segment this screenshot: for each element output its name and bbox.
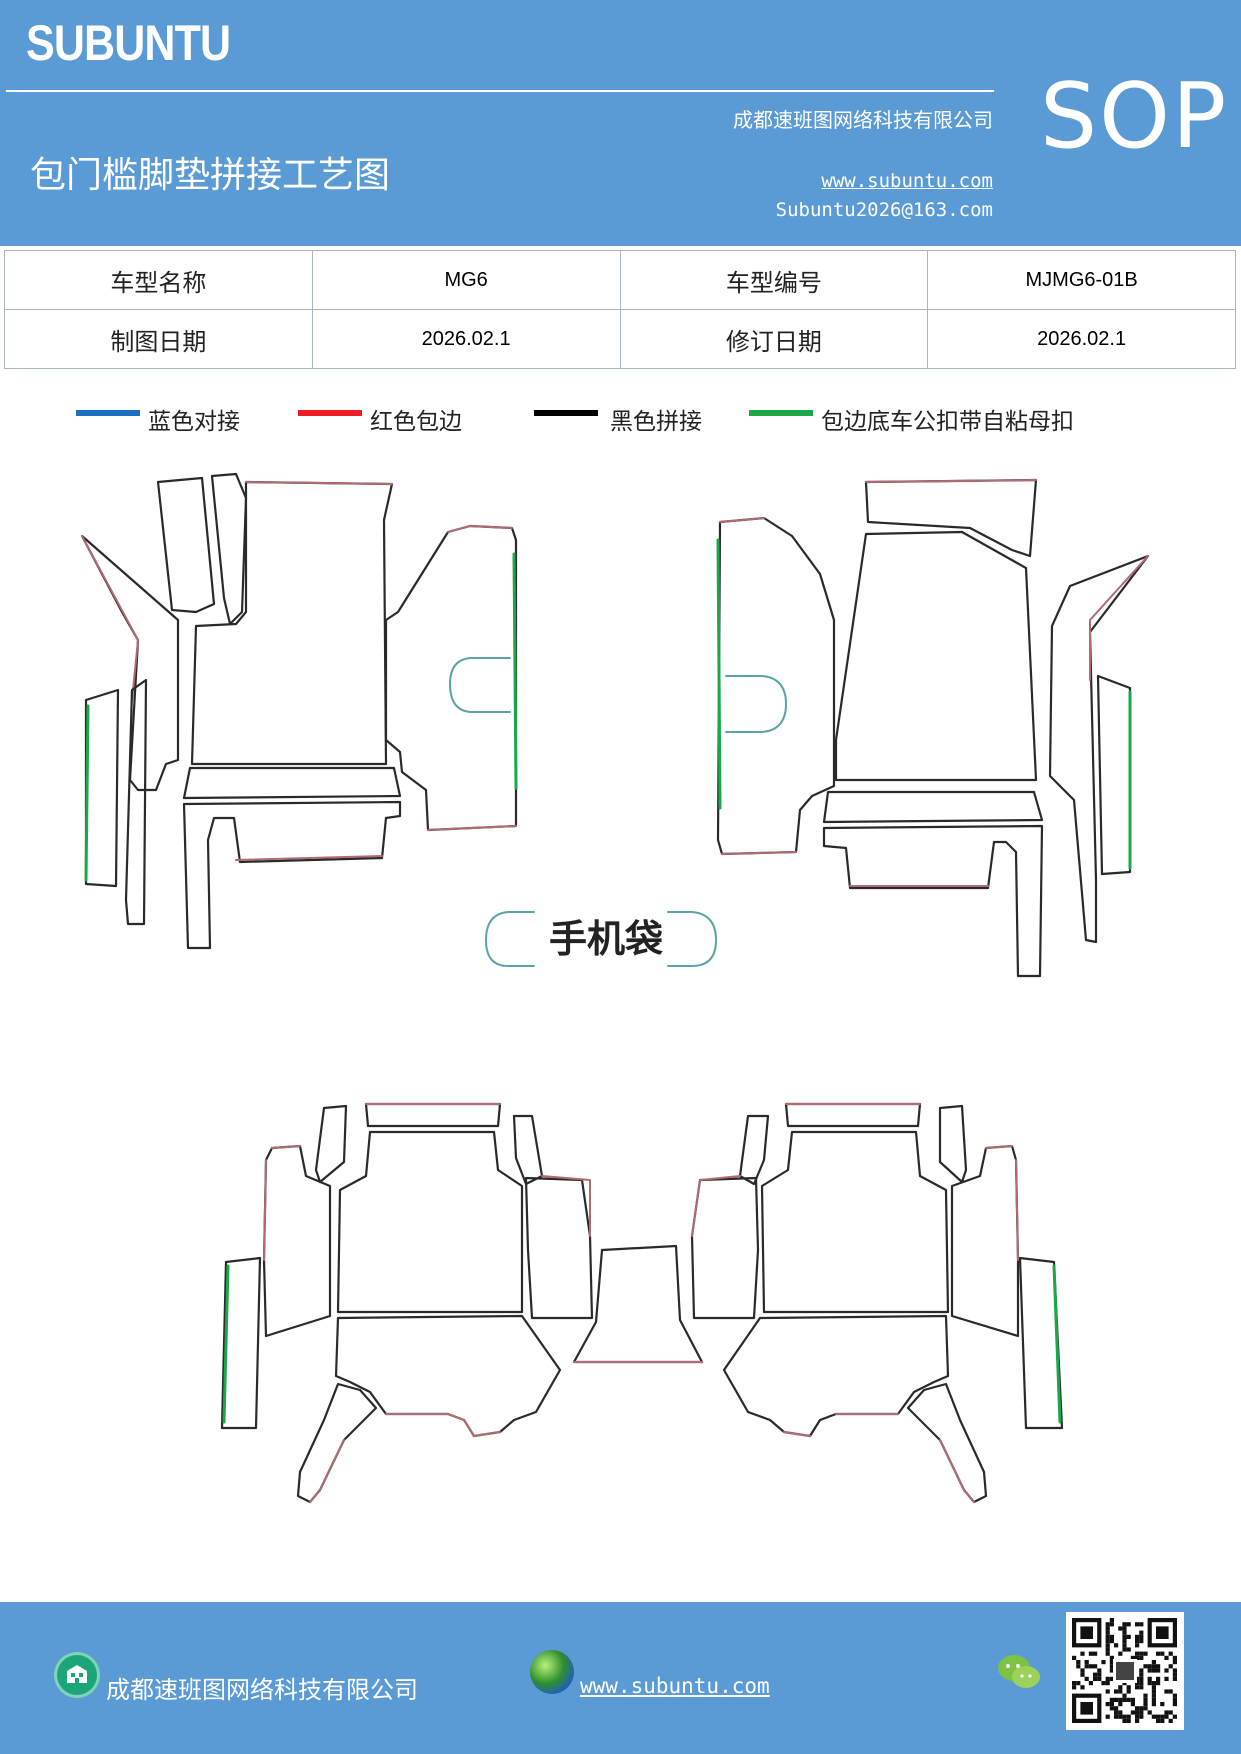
legend-label: 红色包边 [370, 409, 462, 435]
mat-outline [336, 1130, 524, 1314]
mat-outline [182, 800, 402, 950]
brand-logo: SUBUNTU [26, 15, 231, 71]
model-name-value: MG6 [311, 250, 621, 310]
mat-outline [263, 1145, 301, 1261]
header-website-link[interactable]: www.subuntu.com [821, 170, 993, 192]
mat-outline [985, 1145, 1019, 1261]
mat-outline [822, 790, 1044, 824]
legend-label: 黑色拼接 [610, 409, 702, 435]
mat-outline [334, 1314, 562, 1438]
mat-outline [572, 1244, 704, 1364]
velcro-seam [222, 1264, 230, 1424]
floor-mat-drawing: 手机袋 [80, 472, 1150, 1504]
mat-outline [1096, 674, 1132, 876]
legend-label: 蓝色对接 [148, 409, 240, 435]
mat-outline [262, 1144, 332, 1338]
mat-outline [950, 1144, 1020, 1338]
pocket-outline [485, 911, 535, 967]
model-name-label: 车型名称 [4, 250, 313, 310]
lower-right-mat-set [690, 1102, 1064, 1504]
mat-outline [691, 1175, 741, 1237]
mat-outline [738, 1114, 770, 1186]
building-icon [54, 1652, 100, 1698]
footer-company-name: 成都速班图网络科技有限公司 [106, 1676, 418, 1704]
mat-outline [124, 678, 148, 926]
mat-outline [1018, 1256, 1064, 1430]
legend-swatch [298, 410, 362, 416]
mat-outline [716, 516, 836, 856]
mat-outline [309, 1439, 345, 1503]
mat-outline [524, 1176, 594, 1320]
pocket-outline [667, 911, 717, 967]
velcro-seam [512, 552, 518, 790]
lower-left-mat-set [220, 1102, 704, 1504]
mat-outline [906, 1382, 988, 1504]
sop-badge: SOP [1040, 64, 1229, 169]
mat-outline [427, 525, 517, 831]
mat-outline [541, 1175, 591, 1237]
mat-outline [690, 1176, 760, 1320]
mat-outline [822, 824, 1044, 978]
mat-outline [190, 480, 394, 766]
model-code-value: MJMG6-01B [927, 250, 1236, 310]
phone-pocket-group: 手机袋 [485, 911, 717, 967]
pocket-outline [449, 657, 511, 713]
table-row: 制图日期 2026.02.1 修订日期 2026.02.1 [4, 309, 1236, 369]
revision-date-label: 修订日期 [619, 309, 929, 369]
mat-outline [1089, 555, 1149, 681]
mat-outline [939, 1439, 975, 1503]
pocket-outline [725, 675, 787, 733]
header-email[interactable]: Subuntu2026@163.com [775, 199, 993, 221]
qr-code-pattern [1072, 1618, 1177, 1723]
mat-outline [314, 1104, 348, 1184]
header-divider [6, 90, 994, 92]
wechat-icon [998, 1655, 1040, 1688]
model-code-label: 车型编号 [619, 250, 929, 310]
mat-outline [182, 766, 402, 800]
mat-outline [220, 1256, 262, 1430]
footer-website-link[interactable]: www.subuntu.com [580, 1674, 770, 1698]
mat-outline [364, 1102, 502, 1128]
mat-outline [156, 476, 216, 614]
legend-swatch [76, 410, 140, 416]
globe-icon [530, 1650, 574, 1694]
velcro-seam [716, 538, 722, 810]
mat-outline [1048, 554, 1150, 944]
mat-outline [784, 1102, 922, 1128]
header-company-name: 成都速班图网络科技有限公司 [733, 108, 993, 132]
mat-outline [938, 1104, 968, 1184]
mat-outline [512, 1114, 544, 1186]
phone-pocket-label: 手机袋 [549, 917, 663, 961]
mat-outline [865, 479, 1037, 483]
building-icon-glyph [67, 1665, 87, 1683]
legend-label: 包边底车公扣带自粘母扣 [821, 409, 1074, 435]
velcro-seam [1052, 1264, 1062, 1424]
header-banner [0, 0, 1241, 246]
mat-outline [296, 1382, 378, 1504]
drawing-date-value: 2026.02.1 [311, 309, 621, 369]
mat-outline [245, 481, 393, 485]
mat-outline [722, 1314, 950, 1438]
drawing-date-label: 制图日期 [4, 309, 313, 369]
upper-left-mat-set [80, 472, 518, 950]
mat-outline [385, 1413, 501, 1437]
vehicle-info-table: 车型名称 MG6 车型编号 MJMG6-01B 制图日期 2026.02.1 修… [4, 250, 1236, 369]
mat-outline [760, 1130, 950, 1314]
mat-outline [84, 688, 120, 888]
table-row: 车型名称 MG6 车型编号 MJMG6-01B [4, 250, 1236, 310]
legend-swatch [534, 410, 598, 416]
mat-outline [719, 517, 797, 855]
document-title: 包门槛脚垫拼接工艺图 [30, 155, 391, 196]
qr-code[interactable] [1066, 1612, 1184, 1730]
velcro-seam [84, 704, 90, 882]
mat-outline [783, 1413, 899, 1437]
mat-outline [864, 478, 1038, 558]
mat-outline [834, 530, 1038, 782]
mat-outline [81, 535, 139, 701]
legend-swatch [749, 410, 813, 416]
upper-right-mat-set [716, 478, 1150, 978]
mat-outline [235, 855, 383, 861]
revision-date-value: 2026.02.1 [927, 309, 1236, 369]
mat-outline [210, 472, 248, 626]
